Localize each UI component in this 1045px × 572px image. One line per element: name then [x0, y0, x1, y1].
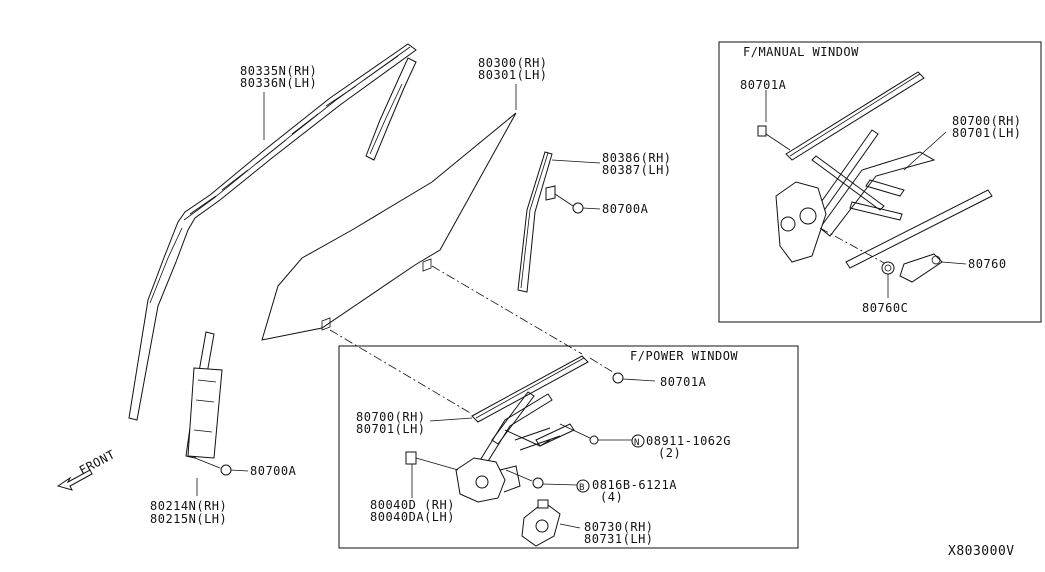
label-80387: 80387(LH) [602, 163, 672, 177]
label-80301: 80301(LH) [478, 68, 548, 82]
label-80731: 80731(LH) [584, 532, 654, 546]
label-manual-80760: 80760 [968, 257, 1007, 271]
door-glass [261, 112, 517, 341]
label-0816b-6121a: 0816B-6121A [592, 478, 677, 492]
symbol-n: N [634, 438, 640, 448]
symbol-b: B [579, 483, 585, 493]
front-arrow: FRONT [56, 447, 118, 491]
label-80730: 80730(RH) [584, 520, 654, 534]
label-80386: 80386(RH) [602, 151, 672, 165]
label-80700a-left: 80700A [250, 464, 297, 478]
label-power-80701a: 80701A [660, 375, 707, 389]
label-80300: 80300(RH) [478, 56, 548, 70]
label-80336n: 80336N(LH) [240, 76, 317, 90]
label-80700a-right: 80700A [602, 202, 649, 216]
manual-window-regulator [757, 71, 993, 298]
label-80040d: 80040D (RH) [370, 498, 455, 512]
label-power-80701: 80701(LH) [356, 422, 426, 436]
label-80215n: 80215N(LH) [150, 512, 227, 526]
label-80335n: 80335N(RH) [240, 64, 317, 78]
label-manual-80700: 80700(RH) [952, 114, 1022, 128]
qty-08911: (2) [658, 446, 681, 460]
label-power-80700: 80700(RH) [356, 410, 426, 424]
label-manual-80701a: 80701A [740, 78, 787, 92]
label-80214n: 80214N(RH) [150, 499, 227, 513]
power-window-title: F/POWER WINDOW [630, 349, 738, 363]
front-sash-80214 [185, 331, 249, 476]
rear-sash-80386 [517, 151, 601, 293]
diagram-id: X803000V [948, 544, 1015, 559]
outer-weatherstrip [128, 43, 417, 421]
front-sash-channel [365, 57, 417, 161]
label-manual-80760c: 80760C [862, 301, 908, 315]
manual-window-title: F/MANUAL WINDOW [743, 45, 859, 59]
power-window-regulator [405, 355, 656, 547]
qty-0816b: (4) [600, 490, 623, 504]
label-08911-1062g: 08911-1062G [646, 434, 731, 448]
manual-window-box: F/MANUAL WINDOW [718, 41, 1042, 323]
label-manual-80701: 80701(LH) [952, 126, 1022, 140]
front-label: FRONT [77, 447, 118, 477]
label-80040da: 80040DA(LH) [370, 510, 455, 524]
